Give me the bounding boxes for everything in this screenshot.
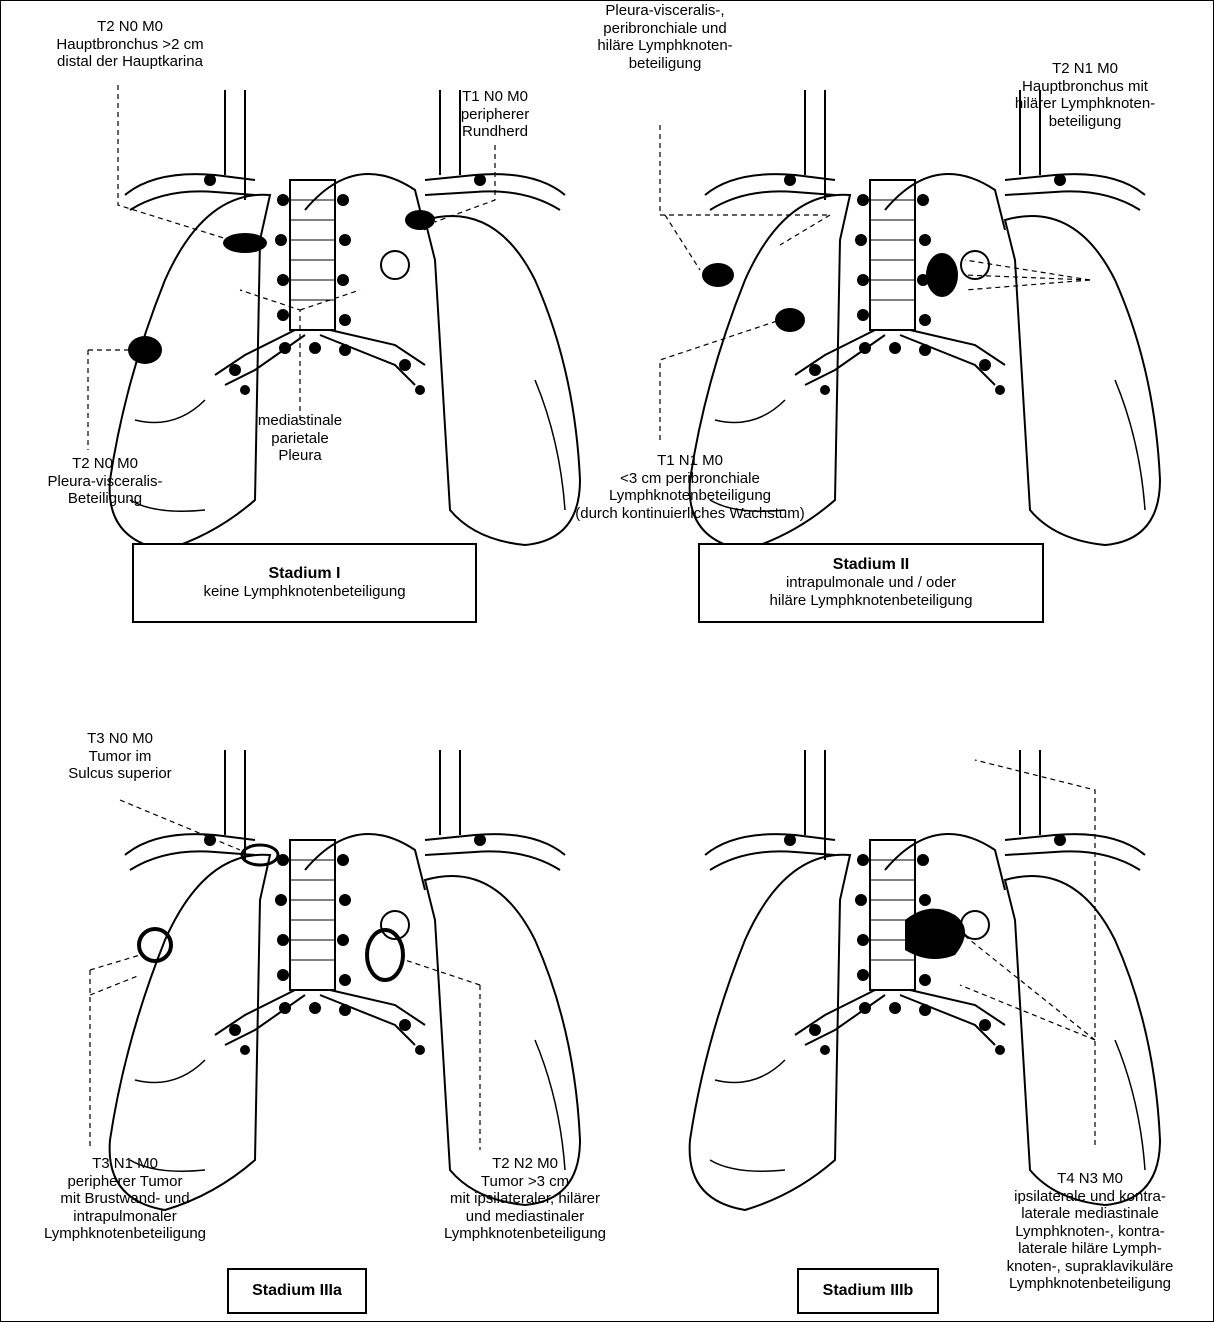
tumor-main-bronchus <box>223 233 267 253</box>
tumor-chest-wall <box>139 929 171 961</box>
stage-title: Stadium IIIa <box>252 1282 342 1300</box>
tumor-mediastinal-mass <box>905 909 965 959</box>
stage-box-1: Stadium I keine Lymphknotenbeteiligung <box>132 543 477 623</box>
stage-desc: hiläre Lymphknotenbeteiligung <box>770 592 973 610</box>
stage-title: Stadium II <box>833 556 909 574</box>
tumor-pleura-2 <box>702 263 734 287</box>
stage-title: Stadium IIIb <box>823 1282 914 1300</box>
lung-figure-panel-3 <box>110 750 580 1210</box>
tumor-pleura <box>128 336 162 364</box>
tumor-hilar-mediastinal <box>367 930 403 980</box>
stage-title: Stadium I <box>268 565 340 583</box>
stage-box-3b: Stadium IIIb <box>797 1268 939 1314</box>
stage-desc: keine Lymphknotenbeteiligung <box>203 583 405 601</box>
stage-box-3a: Stadium IIIa <box>227 1268 367 1314</box>
tumor-peripheral <box>405 210 435 230</box>
tumor-peribronchial <box>775 308 805 332</box>
stage-desc: intrapulmonale und / oder <box>786 574 956 592</box>
lung-figure-panel-4 <box>690 750 1160 1210</box>
tumor-hilar <box>926 253 958 297</box>
stage-box-2: Stadium II intrapulmonale und / oder hil… <box>698 543 1044 623</box>
